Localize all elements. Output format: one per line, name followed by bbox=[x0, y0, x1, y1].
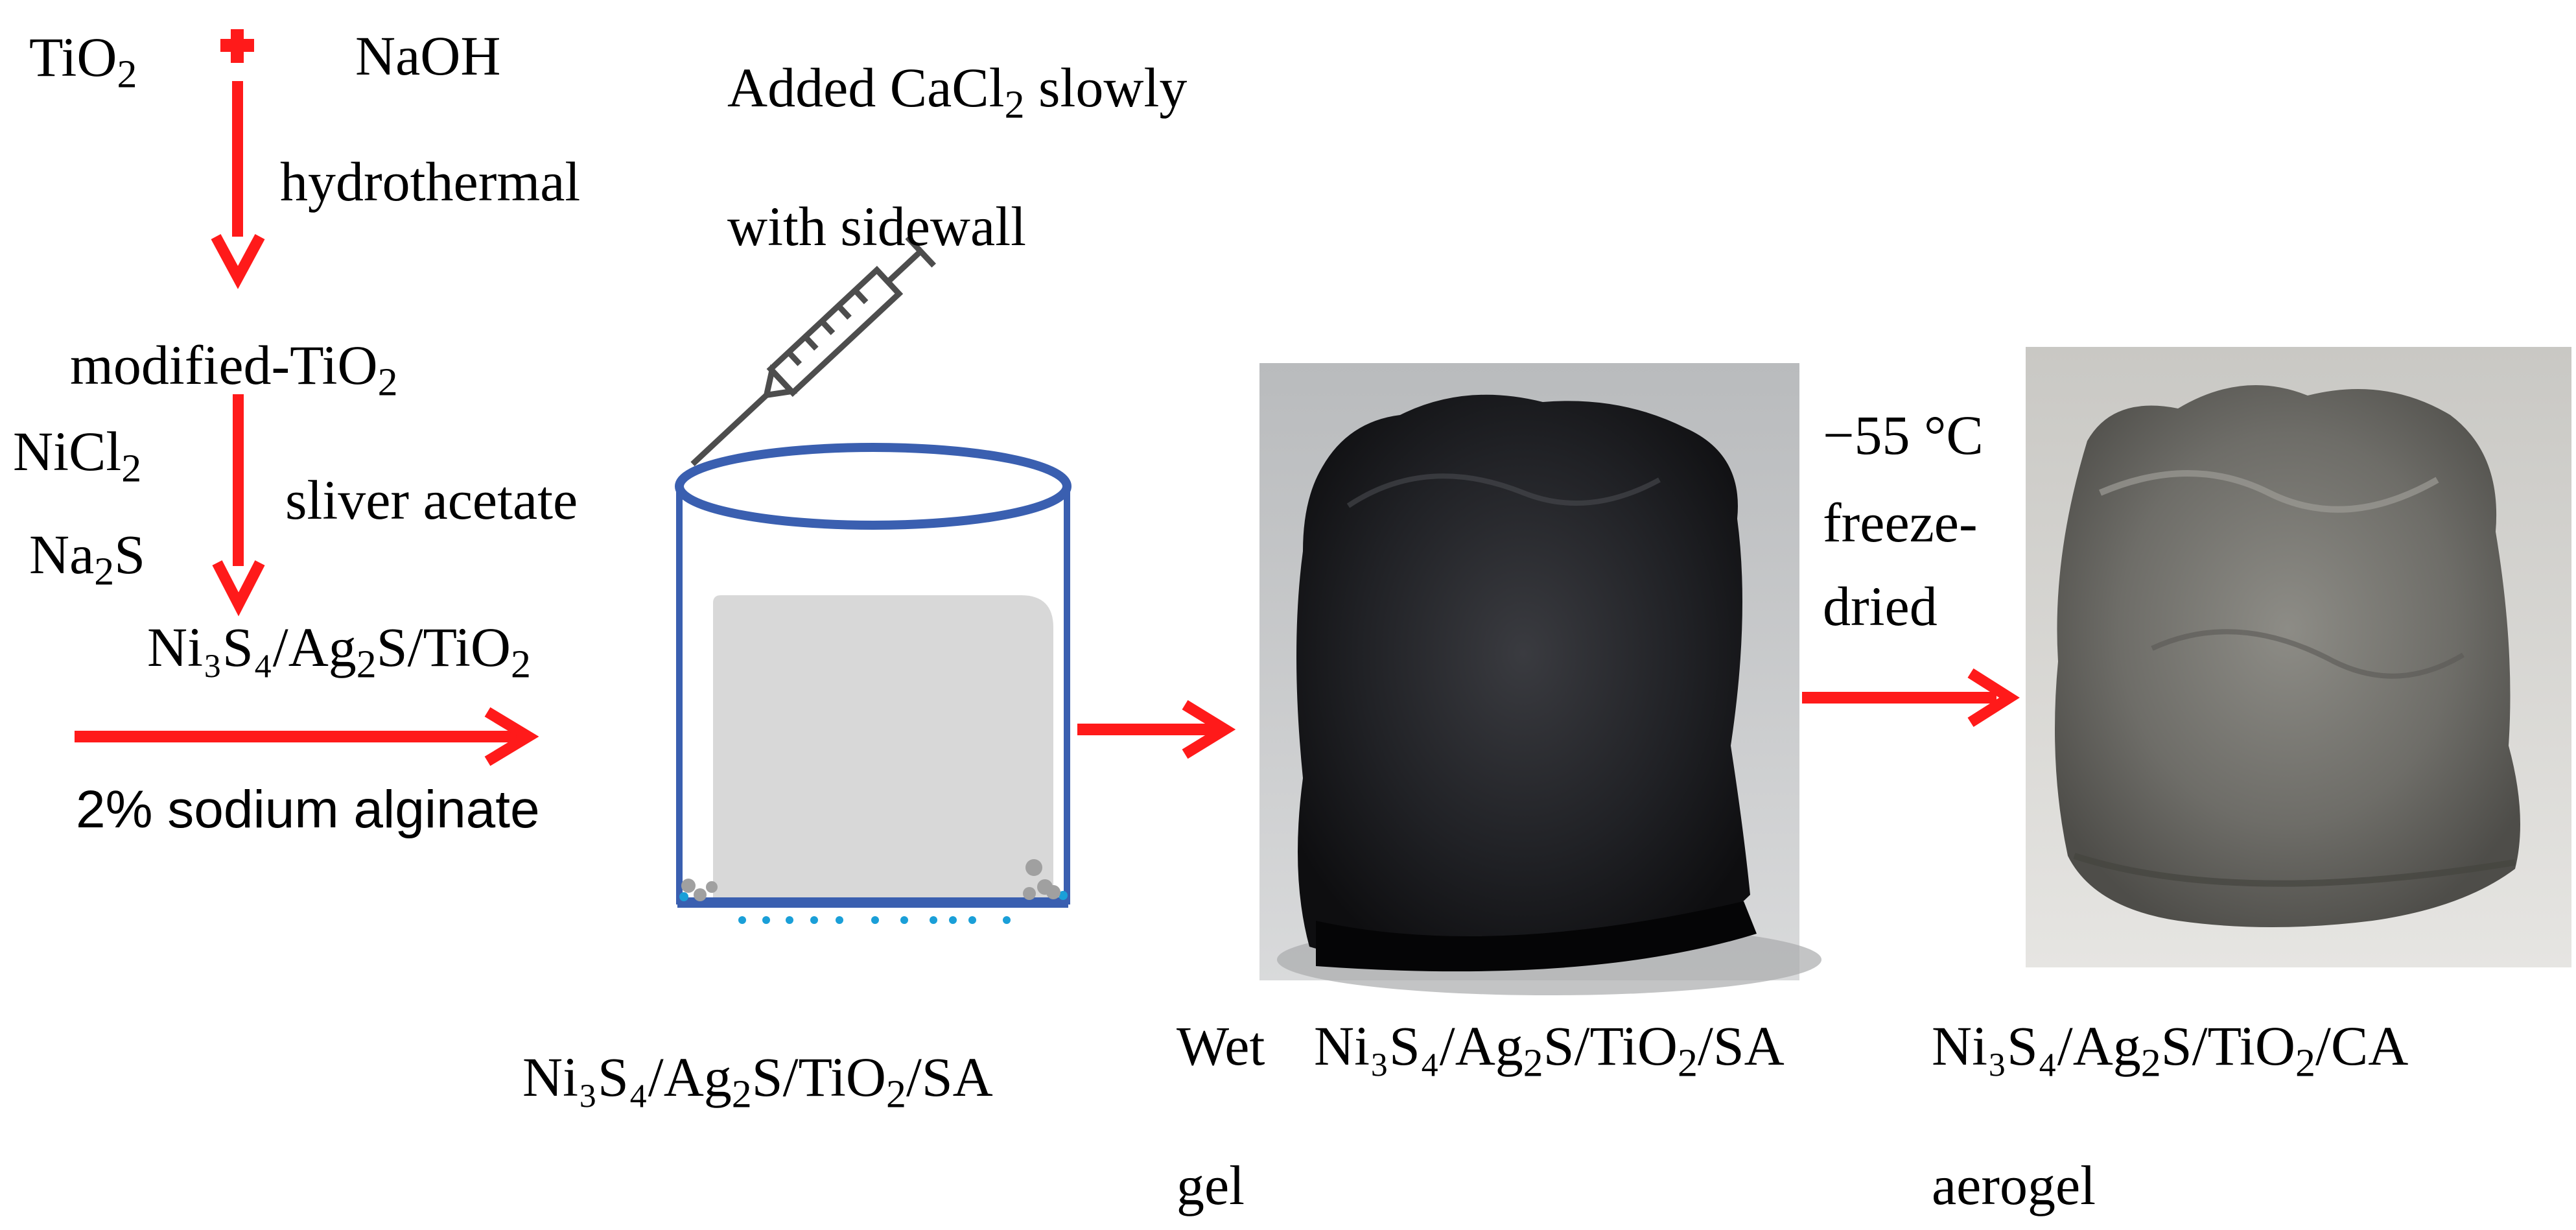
syringe-icon bbox=[690, 235, 937, 466]
wet-gel-photo bbox=[1259, 363, 1821, 995]
reagent-nicl2: NiCl2 bbox=[13, 420, 142, 491]
reagent-naoh: NaOH bbox=[355, 25, 501, 87]
step-sodium-alginate: 2% sodium alginate bbox=[76, 780, 540, 839]
product-wet-gel-label: Ni₃S₄/Ag2S/TiO2/SA bbox=[1314, 1015, 1785, 1085]
aerogel-photo bbox=[2026, 347, 2571, 967]
freeze-label-line2: freeze- bbox=[1823, 491, 1978, 554]
arrow-to-wet-gel bbox=[1077, 700, 1236, 759]
arrow-freeze-dried bbox=[1802, 668, 2020, 727]
aerogel-word: aerogel bbox=[1932, 1154, 2096, 1216]
freeze-temp-label: −55 °C bbox=[1823, 404, 1984, 466]
step-hydrothermal: hydrothermal bbox=[280, 150, 581, 213]
cacl2-label-line1: Added CaCl2 slowly bbox=[727, 56, 1188, 127]
wet-gel-word1: Wet bbox=[1177, 1015, 1265, 1077]
plus-sign bbox=[220, 29, 254, 63]
composite-label: Ni₃S₄/Ag2S/TiO2 bbox=[147, 616, 531, 687]
arrow-hydrothermal bbox=[211, 81, 265, 289]
arrow-sliver-acetate bbox=[212, 394, 265, 617]
product-ca-label: Ni₃S₄/Ag2S/TiO2/CA bbox=[1932, 1015, 2409, 1085]
arrow-sodium-alginate bbox=[75, 707, 539, 766]
wet-gel-word2: gel bbox=[1177, 1154, 1245, 1216]
freeze-label-line3: dried bbox=[1823, 575, 1938, 637]
beaker bbox=[675, 443, 1071, 924]
product-sa-label: Ni₃S₄/Ag2S/TiO2/SA bbox=[522, 1046, 993, 1117]
reagent-na2s: Na2S bbox=[29, 523, 146, 594]
cacl2-label-line2: with sidewall bbox=[727, 195, 1026, 257]
reagent-tio2: TiO2 bbox=[29, 26, 137, 97]
modified-tio2-label: modified-TiO2 bbox=[70, 334, 398, 405]
step-sliver-acetate: sliver acetate bbox=[285, 469, 578, 531]
